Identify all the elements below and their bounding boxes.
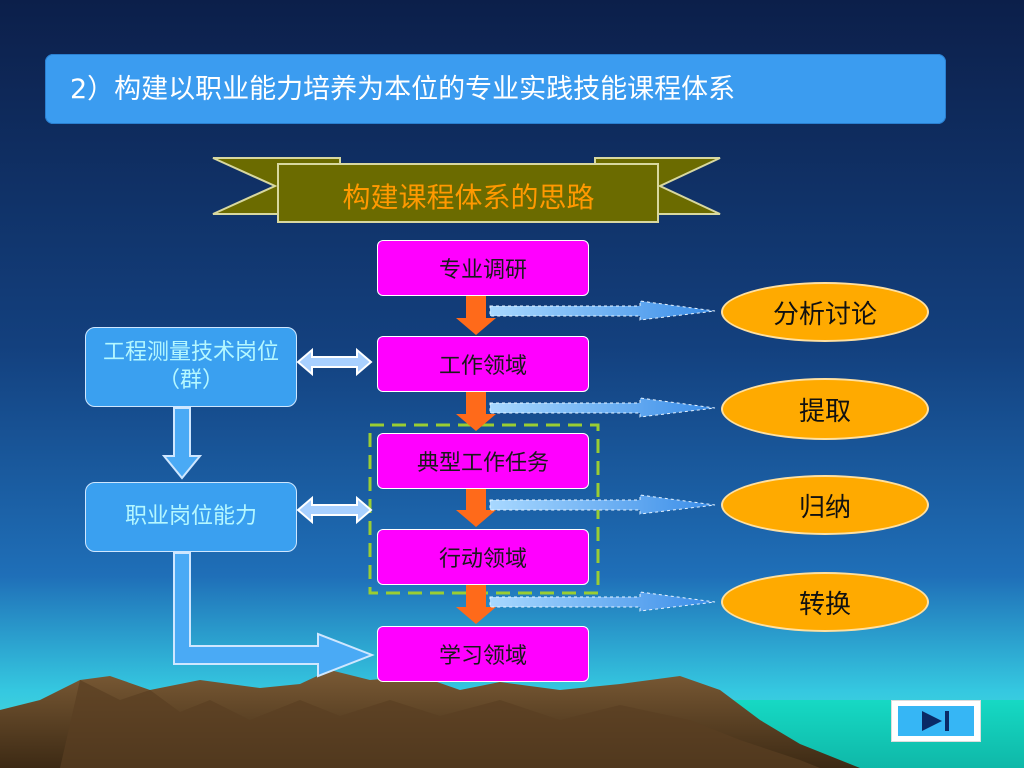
step-label: 行动领域 bbox=[438, 547, 527, 572]
left-box-label: 工程测量技术岗位（群） bbox=[103, 340, 280, 393]
step-label: 学习领域 bbox=[438, 644, 527, 669]
down-arrow-3 bbox=[456, 489, 496, 527]
step-box-learning-field: 学习领域 bbox=[377, 626, 589, 682]
next-slide-button[interactable] bbox=[891, 700, 981, 742]
action-label: 分析讨论 bbox=[772, 299, 877, 330]
step-box-action-field: 行动领域 bbox=[377, 529, 589, 585]
banner-label: 构建课程体系的思路 bbox=[342, 181, 595, 214]
right-arrow-4 bbox=[489, 591, 716, 612]
action-oval-analyze: 分析讨论 bbox=[721, 282, 929, 342]
left-box-ability: 职业岗位能力 bbox=[85, 482, 297, 552]
step-box-survey: 专业调研 bbox=[377, 240, 589, 296]
down-arrow-4 bbox=[456, 585, 496, 624]
action-label: 归纳 bbox=[798, 492, 851, 523]
action-label: 提取 bbox=[798, 396, 851, 427]
step-label: 工作领域 bbox=[438, 354, 527, 379]
right-arrow-1 bbox=[489, 300, 716, 321]
left-box-label: 职业岗位能力 bbox=[124, 504, 257, 529]
step-box-typical-task: 典型工作任务 bbox=[377, 433, 589, 489]
right-arrow-3 bbox=[489, 494, 716, 515]
left-box-position: 工程测量技术岗位（群） bbox=[85, 327, 297, 407]
action-oval-extract: 提取 bbox=[721, 378, 929, 440]
step-label: 典型工作任务 bbox=[416, 451, 549, 476]
down-arrows bbox=[456, 296, 496, 624]
slide-title: 2）构建以职业能力培养为本位的专业实践技能课程体系 bbox=[70, 74, 736, 105]
action-label: 转换 bbox=[798, 589, 851, 620]
down-arrow-1 bbox=[456, 296, 496, 335]
right-arrows bbox=[489, 300, 716, 612]
right-arrow-2 bbox=[489, 397, 716, 418]
left-down-arrow bbox=[161, 407, 203, 480]
skip-forward-icon bbox=[898, 706, 974, 736]
title-bar bbox=[45, 54, 946, 124]
elbow-arrow bbox=[173, 552, 375, 678]
action-oval-convert: 转换 bbox=[721, 572, 929, 632]
banner bbox=[277, 163, 659, 223]
down-arrow-2 bbox=[456, 392, 496, 431]
step-box-work-field: 工作领域 bbox=[377, 336, 589, 392]
step-label: 专业调研 bbox=[438, 258, 527, 283]
double-arrow-1 bbox=[296, 347, 373, 377]
double-arrow-2 bbox=[296, 495, 373, 525]
action-oval-summarize: 归纳 bbox=[721, 475, 929, 535]
